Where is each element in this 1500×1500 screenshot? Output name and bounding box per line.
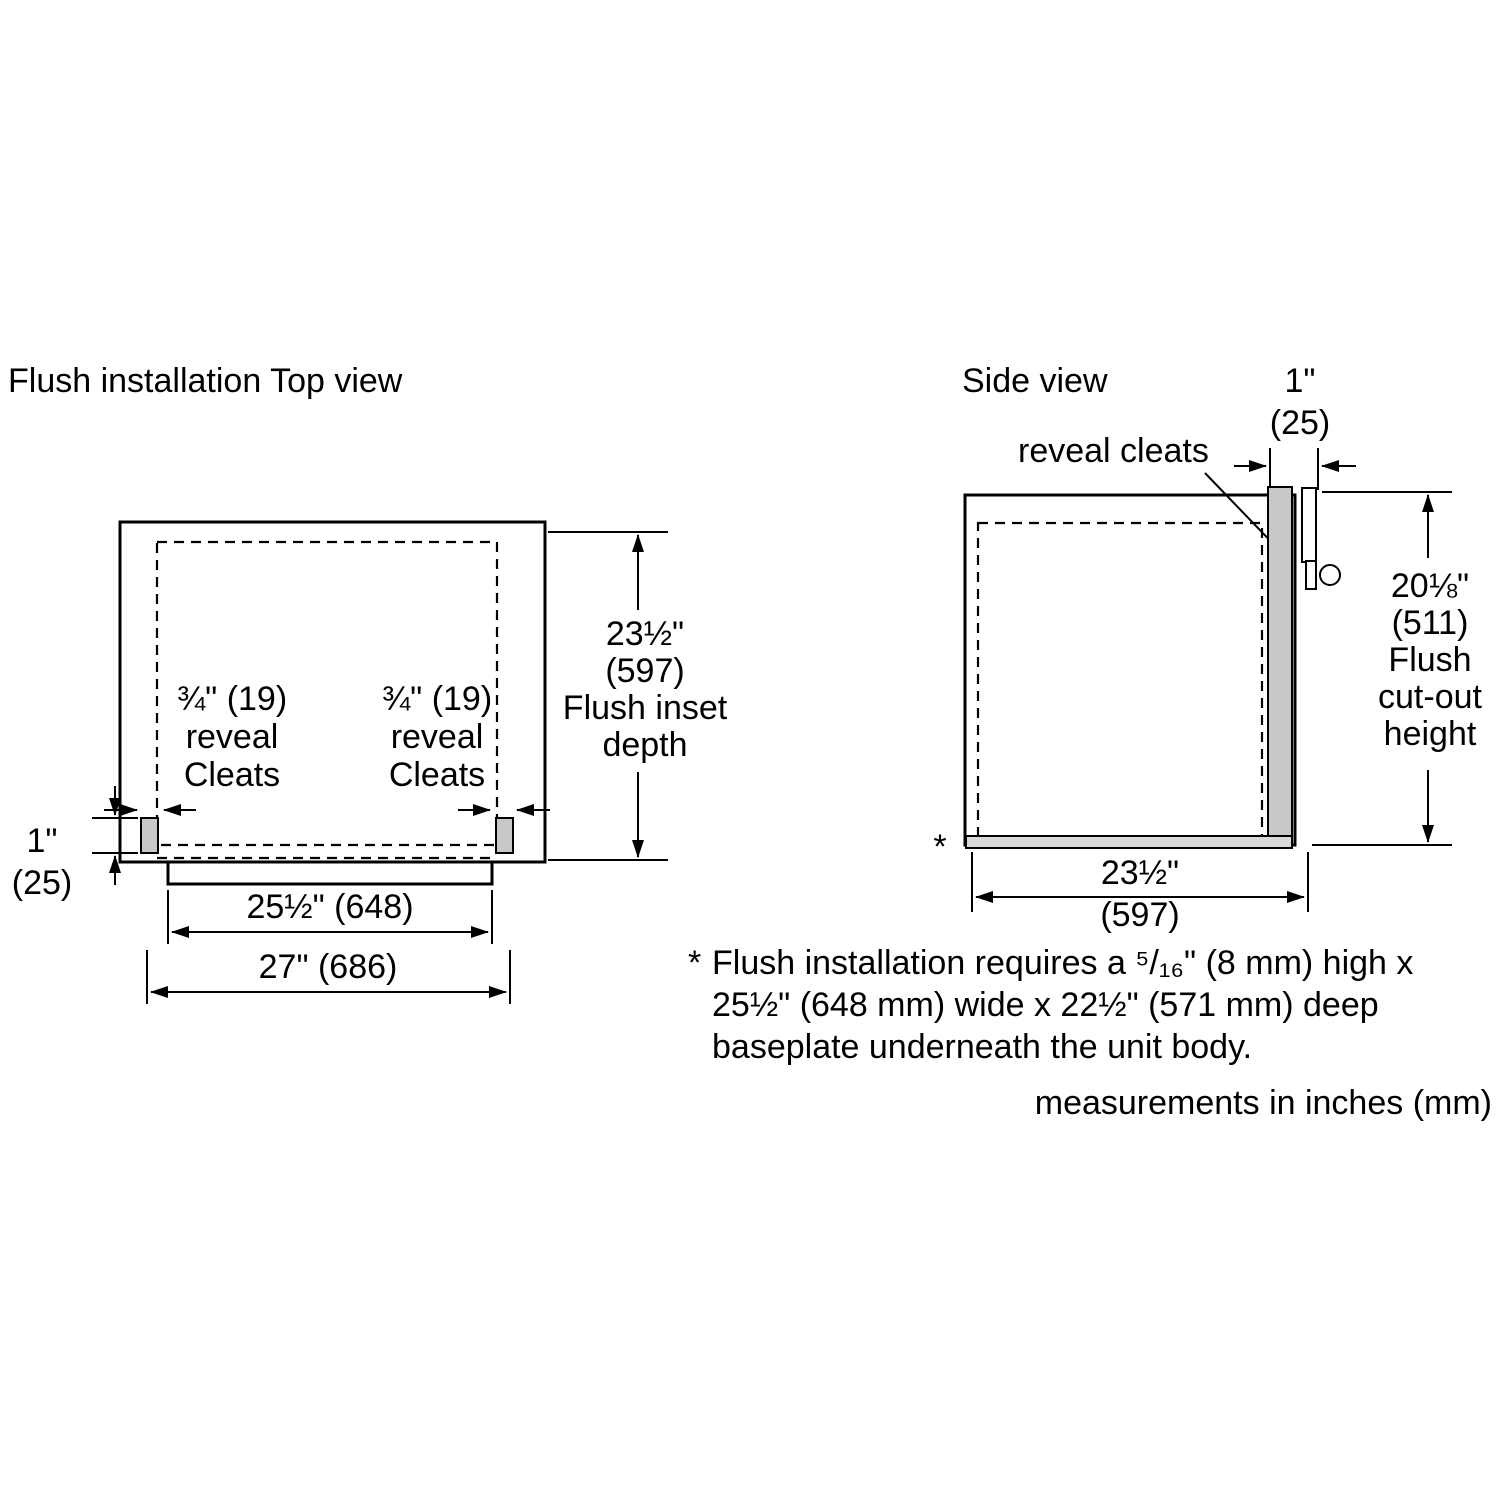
side-view-cabinet-outline <box>963 493 1297 847</box>
side-view-unit-body-dashed-outline <box>976 521 1264 840</box>
cleat-left-label-line2: reveal <box>186 718 279 756</box>
top-view-unit-body-dashed-outline <box>155 540 499 847</box>
cleat-right-label-line1: ¾" (19) <box>382 680 492 718</box>
footnote-line2: 25½" (648 mm) wide x 22½" (571 mm) deep <box>712 986 1379 1024</box>
cleat-thickness-mm: (25) <box>12 864 72 902</box>
depth-dim-caption2: depth <box>602 726 687 764</box>
side-view-door-panel <box>1301 487 1317 563</box>
cleat-right-label-line3: Cleats <box>389 756 485 794</box>
side-depth-mm: (597) <box>1100 896 1179 934</box>
cutout-height-caption3: height <box>1384 715 1477 753</box>
side-view-diagram: Side view 1" (25) reveal cleats * 20⅛" (… <box>933 362 1482 934</box>
side-view-handle-knob <box>1319 564 1341 586</box>
side-view-baseplate <box>965 835 1293 849</box>
cutout-height-caption1: Flush <box>1388 641 1471 679</box>
cleat-left-label-line3: Cleats <box>184 756 280 794</box>
side-view-title: Side view <box>962 362 1108 400</box>
outer-width-dim-label: 27" (686) <box>259 948 398 986</box>
side-depth-value: 23½" <box>1101 854 1179 892</box>
footnote-line3: baseplate underneath the unit body. <box>712 1028 1252 1066</box>
cutout-height-mm: (511) <box>1392 604 1469 642</box>
depth-dim-value: 23½" <box>606 615 684 653</box>
cleat-left-label-line1: ¾" (19) <box>177 680 287 718</box>
baseplate-asterisk: * <box>933 828 946 866</box>
top-view-door-panel <box>166 860 494 886</box>
side-cleat-thickness-mm: (25) <box>1270 404 1330 442</box>
cutout-height-value: 20⅛" <box>1391 567 1469 605</box>
side-view-cleat-strip <box>1267 486 1293 846</box>
footnote-line1: Flush installation requires a ⁵/₁₆" (8 m… <box>712 944 1413 982</box>
depth-dim-mm: (597) <box>605 652 684 690</box>
top-view-cleat-right <box>495 817 514 854</box>
cutout-height-caption2: cut-out <box>1378 678 1482 716</box>
footnote-block: * Flush installation requires a ⁵/₁₆" (8… <box>688 944 1492 1122</box>
top-view-diagram: Flush installation Top view ¾" (19) reve… <box>8 362 728 1004</box>
footnote-asterisk: * <box>688 944 701 982</box>
units-note: measurements in inches (mm) <box>1035 1084 1492 1122</box>
cleat-thickness-value: 1" <box>27 822 58 860</box>
top-view-title: Flush installation Top view <box>8 362 403 400</box>
side-view-handle-stem <box>1305 560 1317 590</box>
top-view-cleat-left <box>140 817 159 854</box>
side-cleat-thickness-value: 1" <box>1285 362 1316 400</box>
inner-width-dim-label: 25½" (648) <box>246 888 413 926</box>
reveal-cleats-callout-label: reveal cleats <box>1018 432 1209 470</box>
depth-dim-caption1: Flush inset <box>563 689 728 727</box>
cleat-right-label-line2: reveal <box>391 718 484 756</box>
